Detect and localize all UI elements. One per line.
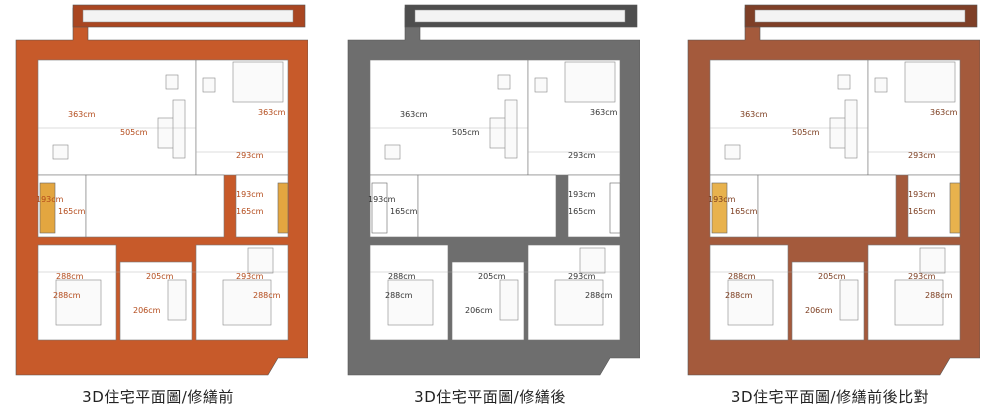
room-hall [85,174,225,238]
bathtub-left [711,182,728,234]
desk [247,247,274,274]
dim-right-bath-height: 193cm [908,190,936,199]
dim-kitchen-width: 205cm [478,272,506,281]
dim-right-bath-width: 165cm [236,207,264,216]
floor-plan-svg: 505cm 363cm 363cm 293cm 193cm 165cm 193cm 165cm… [347,4,640,376]
stove [839,279,859,321]
dim-right-lower-height: 288cm [585,291,613,300]
dim-right-bedroom: 363cm [590,108,618,117]
dim-left-bath-height: 193cm [36,195,64,204]
dim-left-lower-height: 288cm [385,291,413,300]
bed-lower-right [894,279,944,326]
caption-comparison: 3D住宅平面圖/修繕前後比對 [730,388,930,406]
dim-left-lower-height: 288cm [53,291,81,300]
floor-plan-svg: 505cm 363cm 363cm 293cm 193cm 165cm 193cm 165cm… [15,4,308,376]
balcony-floor [754,9,966,23]
dim-living-width: 505cm [792,128,820,137]
dim-kitchen-height: 206cm [465,306,493,315]
dim-kitchen-width: 205cm [146,272,174,281]
dim-left-lower-width: 288cm [388,272,416,281]
balcony-floor [414,9,626,23]
floor-plan-svg: 505cm 363cm 363cm 293cm 193cm 165cm 193cm 165cm… [687,4,980,376]
bed-lower-right [222,279,272,326]
dim-left-bath-width: 165cm [58,207,86,216]
bed-right [564,61,616,103]
dim-left-bath-height: 193cm [708,195,736,204]
sofa [504,99,518,159]
dim-right-bedroom-width: 293cm [568,151,596,160]
panel-before: 505cm 363cm 363cm 293cm 193cm 165cm 193cm 165cm… [8,0,308,413]
chair-3 [202,77,216,93]
dim-kitchen-height: 206cm [133,306,161,315]
chair [384,144,401,160]
bathtub-right [949,182,961,234]
panel-after: 505cm 363cm 363cm 293cm 193cm 165cm 193cm 165cm… [340,0,640,413]
dim-left-lower-height: 288cm [725,291,753,300]
bed-lower-left [387,279,434,326]
room-hall [417,174,557,238]
bathtub-left [39,182,56,234]
dim-left-bath-width: 165cm [730,207,758,216]
dim-left-bedroom: 363cm [740,110,768,119]
chair [724,144,741,160]
bathtub-right [277,182,289,234]
bathtub-right [609,182,621,234]
bed-lower-left [55,279,102,326]
dim-left-bath-width: 165cm [390,207,418,216]
chair-2 [837,74,851,90]
caption-before: 3D住宅平面圖/修繕前 [82,388,234,406]
dim-kitchen-height: 206cm [805,306,833,315]
chair-2 [165,74,179,90]
stove [499,279,519,321]
balcony-floor [82,9,294,23]
dim-right-lower-height: 288cm [253,291,281,300]
sofa [844,99,858,159]
dim-right-lower-width: 293cm [568,272,596,281]
bed-right [904,61,956,103]
dim-right-bath-height: 193cm [568,190,596,199]
stove [167,279,187,321]
caption-after: 3D住宅平面圖/修繕後 [414,388,566,406]
dim-left-bedroom: 363cm [68,110,96,119]
bed-right [232,61,284,103]
chair-2 [497,74,511,90]
bed-lower-left [727,279,774,326]
chair-3 [534,77,548,93]
bed-lower-right [554,279,604,326]
dim-living-width: 505cm [452,128,480,137]
dim-right-bath-width: 165cm [908,207,936,216]
dim-right-lower-width: 293cm [908,272,936,281]
desk [579,247,606,274]
chair [52,144,69,160]
bathtub-left [371,182,388,234]
room-hall [757,174,897,238]
dim-left-lower-width: 288cm [56,272,84,281]
desk [919,247,946,274]
dim-right-lower-height: 288cm [925,291,953,300]
dim-left-bath-height: 193cm [368,195,396,204]
dim-right-bedroom-width: 293cm [236,151,264,160]
sofa [172,99,186,159]
dim-right-bath-width: 165cm [568,207,596,216]
dim-right-bedroom-width: 293cm [908,151,936,160]
panel-comparison: 505cm 363cm 363cm 293cm 193cm 165cm 193cm 165cm… [680,0,980,413]
dim-right-bath-height: 193cm [236,190,264,199]
dim-right-bedroom: 363cm [258,108,286,117]
dim-right-lower-width: 293cm [236,272,264,281]
dim-kitchen-width: 205cm [818,272,846,281]
dim-living-width: 505cm [120,128,148,137]
dim-left-bedroom: 363cm [400,110,428,119]
dim-right-bedroom: 363cm [930,108,958,117]
dim-left-lower-width: 288cm [728,272,756,281]
chair-3 [874,77,888,93]
